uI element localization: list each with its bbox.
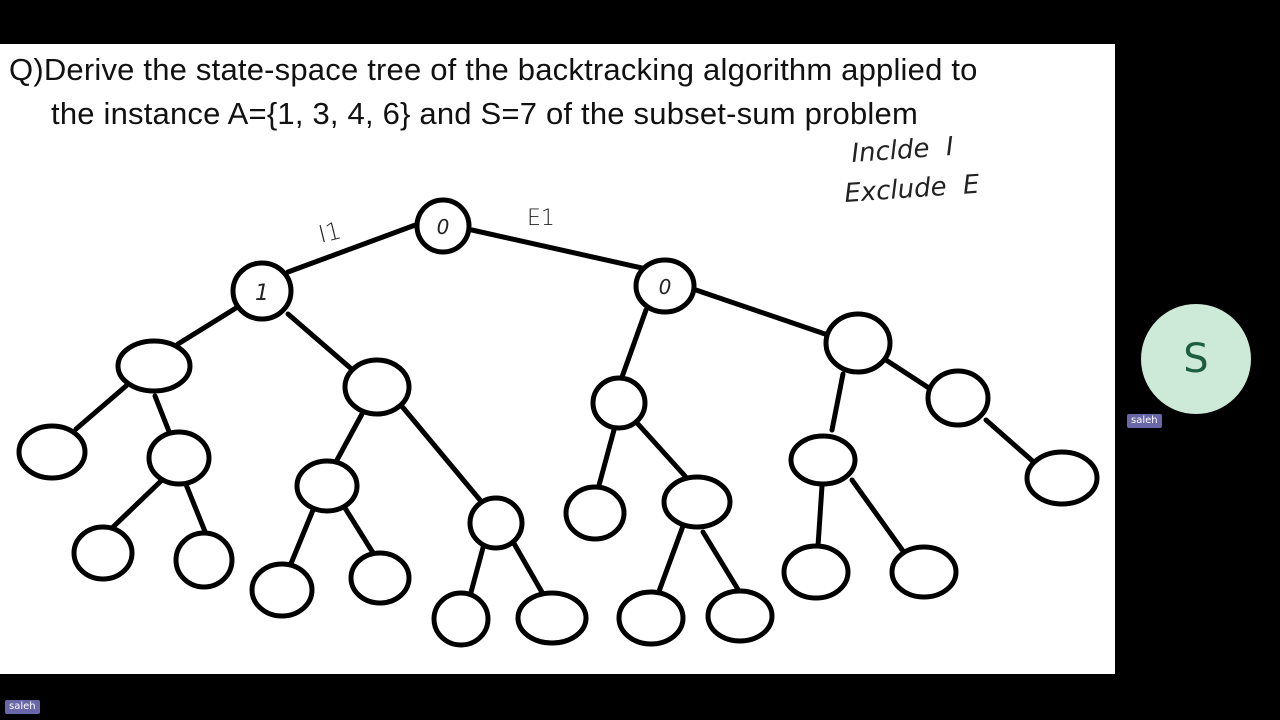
shared-screen-slide: Q)Derive the state-space tree of the bac… <box>0 44 1115 674</box>
exclude-edge-label: E1 <box>527 206 555 231</box>
participant-avatar[interactable]: S <box>1141 304 1251 414</box>
question-line-1: Q)Derive the state-space tree of the bac… <box>9 52 978 87</box>
state-space-tree-diagram: 0 1 0 I1 E1 Inclde I Exclude E <box>16 132 1100 648</box>
participant-name-tag: saleh <box>1127 414 1162 428</box>
presenter-name-tag: saleh <box>5 700 40 714</box>
legend-include: Inclde I <box>850 132 954 169</box>
legend-exclude: Exclude E <box>843 170 981 209</box>
participant-initial: S <box>1183 336 1209 382</box>
include-edge-label: I1 <box>316 216 344 249</box>
root-node-label: 0 <box>437 215 450 239</box>
right-child-node-label: 0 <box>659 275 672 299</box>
left-child-node-label: 1 <box>255 281 269 306</box>
question-line-2: the instance A={1, 3, 4, 6} and S=7 of t… <box>51 96 918 131</box>
